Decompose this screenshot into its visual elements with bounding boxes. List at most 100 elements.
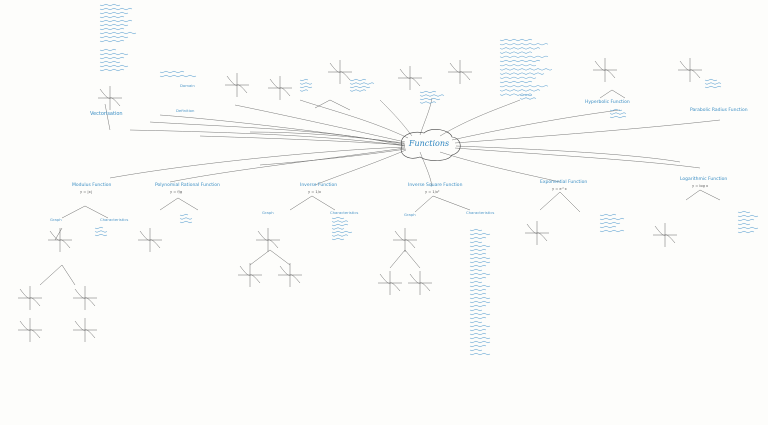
center-bubble [400,129,461,161]
connector-line [439,99,521,137]
graph-curve [239,265,261,284]
note-line [469,264,487,268]
connector-lines [104,97,721,187]
note-line [704,78,718,82]
note-line [99,64,129,68]
note-line [469,276,487,280]
topic-polynomial-sub: y = f/g [170,190,183,194]
note-line [469,288,487,292]
sub-branch-line [249,249,271,266]
sub-branch-line [177,197,199,211]
note-line [99,15,125,19]
branch-domain: Domain [180,83,195,88]
note-line [349,78,367,82]
note-line [99,52,129,56]
note-line [737,230,755,234]
note-line [469,228,483,232]
graph-curve [257,230,279,249]
note-line [99,31,137,35]
note-line [179,213,189,217]
note-line [469,304,487,308]
note-line [99,60,121,64]
note-line [331,230,353,234]
note-line [499,59,541,63]
note-line [99,23,129,27]
note-line [469,348,483,352]
note-line [499,72,545,75]
note-line [469,252,487,256]
note-line [99,27,125,31]
note-line [469,272,491,276]
graph-curve [654,225,676,244]
connector-line [129,129,406,147]
note-line [599,217,625,221]
connector-line [199,135,406,146]
note-line [349,82,375,85]
sub-branch-line [61,264,76,286]
branch-graph: Graph [404,212,416,217]
sub-branch-line [329,99,351,111]
note-line [599,221,621,225]
graph-curve [19,320,41,339]
sub-branch-line [289,195,313,211]
topic-modulus-function: Modulus Function [72,183,112,188]
graph-curve [379,273,401,292]
note-line [99,3,121,7]
note-line [99,11,129,15]
connector-line [159,114,406,145]
topic-exponential-sub: y = e^x [552,187,567,191]
graph-curve [74,320,96,339]
note-line [349,85,371,89]
note-line [469,324,491,328]
connector-line [249,131,405,144]
topic-logarithmic: Logarithmic Function [680,177,728,182]
note-line [469,320,483,324]
graph-curve [49,230,71,249]
note-line [469,240,483,244]
sub-branch-line [269,249,291,266]
note-line [469,344,487,348]
sub-branch-line [685,189,701,201]
note-line [499,51,533,54]
note-line [499,64,537,67]
note-line [469,244,491,248]
note-line [609,112,627,115]
connector-line [259,148,407,166]
connector-line [439,151,561,183]
note-line [499,80,533,84]
note-line [469,292,487,296]
note-line [94,226,104,230]
graph-curve [279,265,301,284]
note-line [469,336,491,340]
note-line [499,68,553,71]
note-line [704,85,722,89]
connector-line [314,149,407,186]
note-line [469,280,483,284]
note-line [499,47,541,50]
note-line [299,78,309,82]
note-line [299,82,313,85]
note-line [737,226,759,230]
sub-branch-line [61,205,86,219]
note-line [499,93,533,96]
sub-branch-line [432,195,471,211]
note-line [737,218,755,222]
note-line [331,227,345,230]
sub-branch-line [699,189,721,201]
note-line [519,97,537,100]
connector-line [169,147,406,183]
note-line [469,236,487,240]
sub-branch-line [54,227,63,241]
topic-logarithmic-sub: y = log x [692,184,709,188]
note-line [499,89,541,92]
sub-branch-line [84,205,109,219]
connector-line [299,99,409,139]
graph-curve [329,62,351,81]
sub-branch-line [159,197,179,211]
graph-curve [399,68,421,87]
branch-graph: Graph [262,210,274,215]
note-line [499,76,537,79]
note-line [99,35,129,39]
note-line [599,213,617,217]
note-line [469,340,491,344]
